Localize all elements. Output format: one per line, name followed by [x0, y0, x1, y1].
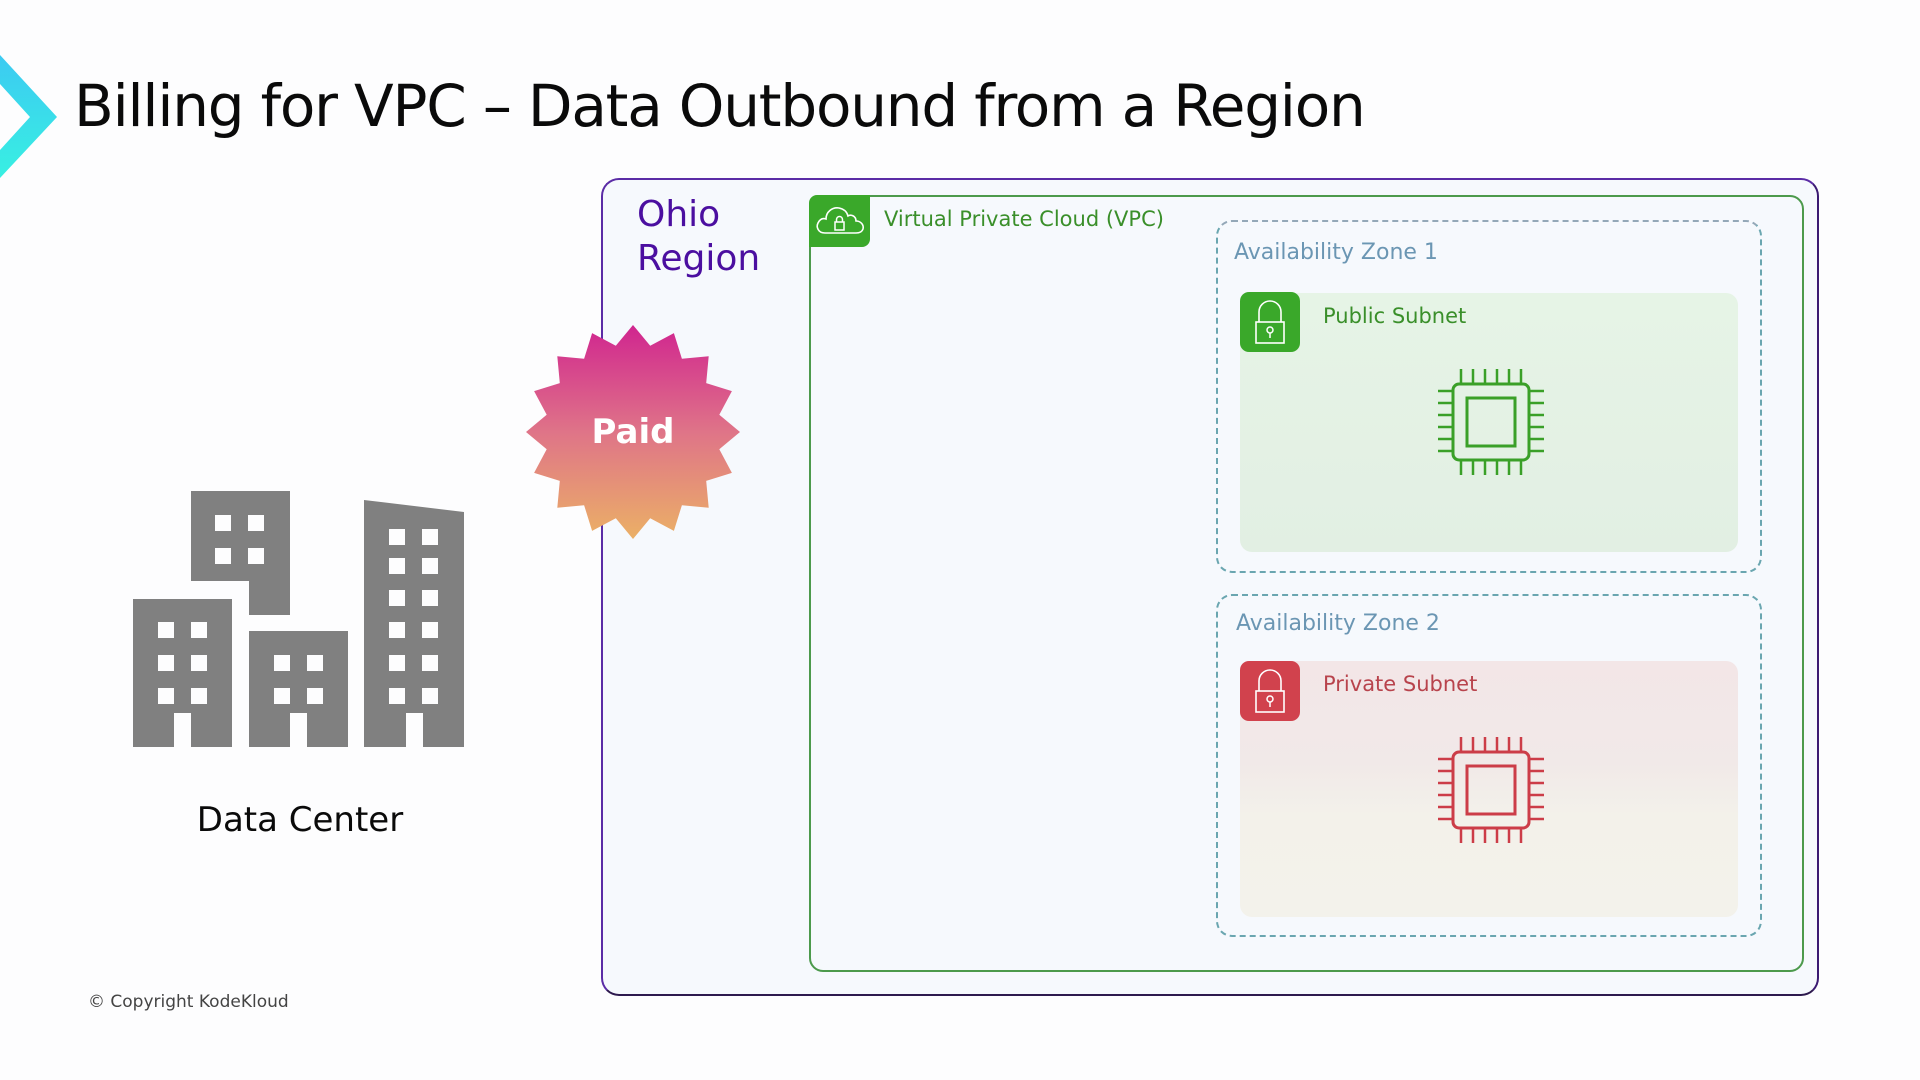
chip-icon [1438, 369, 1544, 475]
availability-zone-2 [1216, 594, 1762, 937]
private-subnet-label: Private Subnet [1323, 672, 1478, 696]
lock-icon [1240, 661, 1300, 721]
availability-zone-1 [1216, 220, 1762, 573]
paid-starburst-badge [526, 325, 740, 539]
cloud-lock-icon [809, 195, 870, 247]
chevron-logo-icon [0, 55, 57, 178]
vpc-label: Virtual Private Cloud (VPC) [884, 207, 1164, 231]
public-subnet-label: Public Subnet [1323, 304, 1467, 328]
availability-zone-2-label: Availability Zone 2 [1236, 611, 1440, 636]
region-label: Ohio Region [637, 194, 761, 279]
chip-icon [1438, 737, 1544, 843]
copyright-notice: © Copyright KodeKloud [88, 992, 289, 1012]
data-center-label: Data Center [196, 800, 404, 840]
vpc-container [809, 195, 1804, 972]
paid-label: Paid [591, 412, 675, 452]
office-buildings-icon [133, 491, 464, 747]
public-subnet [1240, 293, 1738, 552]
lock-icon [1240, 292, 1300, 352]
slide-title: Billing for VPC – Data Outbound from a R… [74, 72, 1366, 140]
private-subnet [1240, 661, 1738, 917]
availability-zone-1-label: Availability Zone 1 [1234, 240, 1438, 265]
